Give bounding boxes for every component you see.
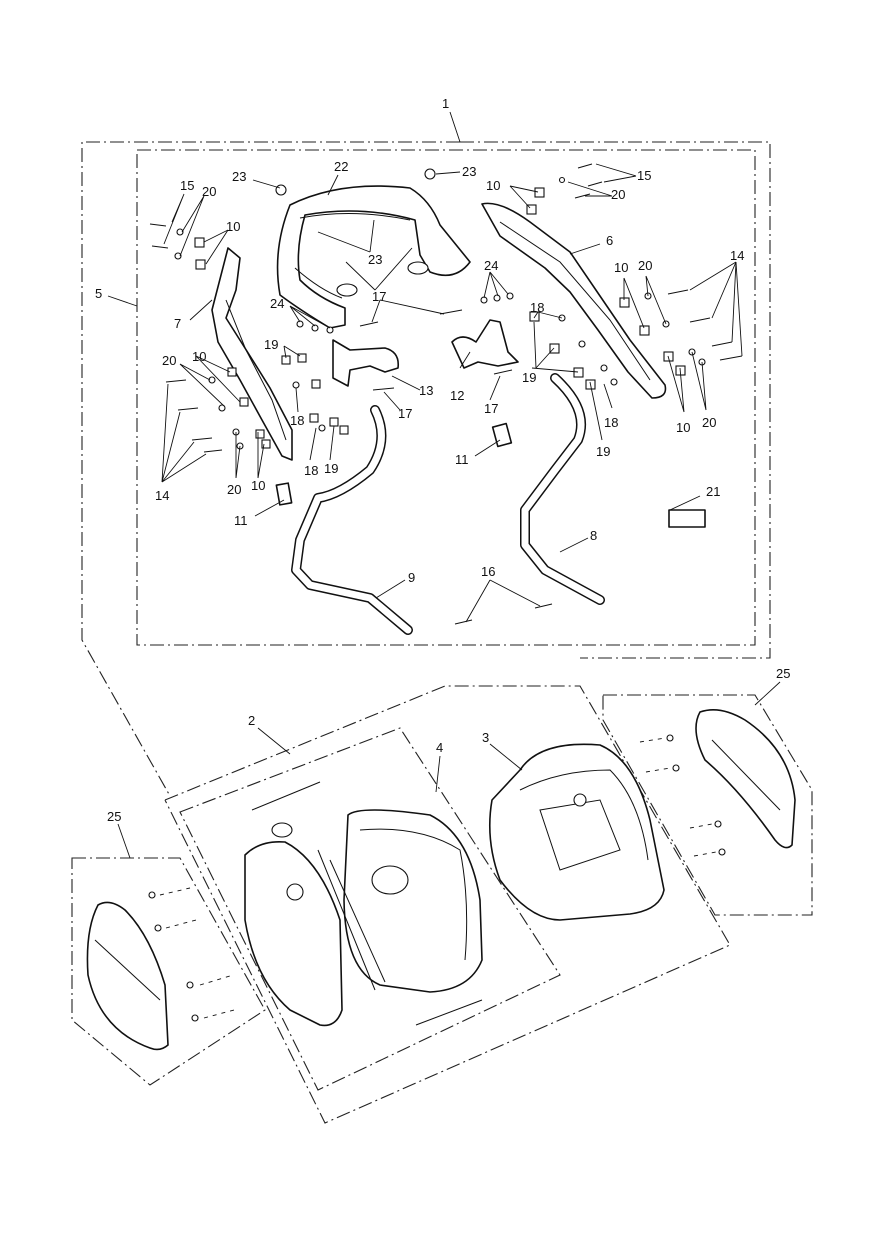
grab-rail-22: [276, 185, 471, 329]
callout-18-bottom-left: 18: [304, 463, 318, 478]
callout-21: 21: [706, 484, 720, 499]
callout-19-right: 19: [596, 444, 610, 459]
callout-10-mid-right: 10: [614, 260, 628, 275]
callout-17-top: 17: [372, 289, 386, 304]
callout-24-left: 24: [270, 296, 284, 311]
callout-10-bottom-left: 10: [251, 478, 265, 493]
callout-22: 22: [334, 159, 348, 174]
callouts: 1 5 7 22 23 23 23 15 15 20 20 10 10 6 24…: [95, 96, 790, 824]
pannier-parts: [86, 709, 796, 1051]
callout-10-top-left: 10: [226, 219, 240, 234]
label-plate-21: [668, 509, 706, 528]
callout-19-mid-right: 19: [522, 370, 536, 385]
callout-10-bottom-right: 10: [676, 420, 690, 435]
callout-8: 8: [590, 528, 597, 543]
callout-14-left: 14: [155, 488, 169, 503]
kit-4-inner-boundary: [179, 727, 561, 1091]
side-rail-6: [481, 202, 667, 399]
kit-25-left-boundary: [71, 857, 266, 1086]
callout-20-top-right: 20: [611, 187, 625, 202]
callout-20-bottom-left: 20: [227, 482, 241, 497]
kit-1-outer-boundary: [81, 141, 771, 797]
callout-11-left: 11: [234, 513, 248, 528]
callout-11-right: 11: [455, 452, 469, 467]
pannier-frame-8: [520, 373, 605, 605]
kit-5-frame-boundary: [136, 149, 756, 646]
callout-18-mid-left: 18: [290, 413, 304, 428]
bracket-12: [451, 319, 519, 369]
callout-19-top-left: 19: [264, 337, 278, 352]
callout-12: 12: [450, 388, 464, 403]
callout-1: 1: [442, 96, 449, 111]
callout-19-bottom-left: 19: [324, 461, 338, 476]
callout-16: 16: [481, 564, 495, 579]
fasteners: [149, 163, 743, 625]
callout-5: 5: [95, 286, 102, 301]
callout-24-right: 24: [484, 258, 498, 273]
frame-parts: [211, 185, 706, 635]
callout-15-left: 15: [180, 178, 194, 193]
callout-9: 9: [408, 570, 415, 585]
cover-25-right: [695, 709, 796, 849]
callout-20-mid-left: 20: [162, 353, 176, 368]
callout-18-right: 18: [604, 415, 618, 430]
kit-boundaries: [71, 141, 813, 1124]
pannier-case-3: [488, 743, 665, 921]
callout-25-left: 25: [107, 809, 121, 824]
callout-15-right: 15: [637, 168, 651, 183]
callout-14-right: 14: [730, 248, 744, 263]
callout-6: 6: [606, 233, 613, 248]
callout-10-top-right: 10: [486, 178, 500, 193]
callout-2: 2: [248, 713, 255, 728]
cover-25-left: [86, 901, 169, 1051]
callout-20-top-left: 20: [202, 184, 216, 199]
callout-25-right: 25: [776, 666, 790, 681]
callout-20-mid-right: 20: [638, 258, 652, 273]
callout-23-left: 23: [232, 169, 246, 184]
callout-3: 3: [482, 730, 489, 745]
callout-7: 7: [174, 316, 181, 331]
callout-20-bottom-right: 20: [702, 415, 716, 430]
callout-23-right: 23: [462, 164, 476, 179]
callout-13: 13: [419, 383, 433, 398]
leader-lines: [107, 111, 781, 859]
pannier-lid-2: [244, 840, 343, 1027]
callout-17-middle: 17: [398, 406, 412, 421]
bracket-13: [332, 339, 400, 387]
callout-17-right: 17: [484, 401, 498, 416]
callout-18-top-right: 18: [530, 300, 544, 315]
callout-23-center: 23: [368, 252, 382, 267]
pad-11-right: [491, 422, 513, 448]
callout-4: 4: [436, 740, 443, 755]
kit-2-pannier-boundary: [164, 685, 731, 1124]
kit-25-right-boundary: [602, 694, 813, 916]
side-rail-7: [211, 247, 293, 461]
pad-11-left: [275, 482, 293, 506]
cover-fasteners: [148, 734, 726, 1022]
pannier-case-4: [343, 809, 483, 993]
callout-10-mid-left: 10: [192, 349, 206, 364]
